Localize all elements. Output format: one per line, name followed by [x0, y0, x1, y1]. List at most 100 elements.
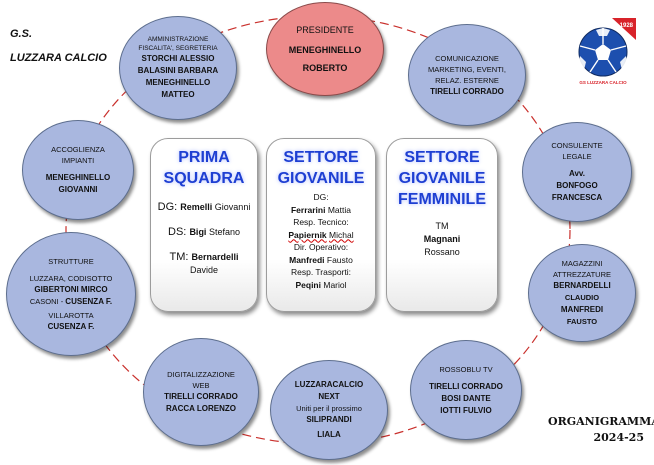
magazzini-name-2: CLAUDIO — [564, 293, 600, 302]
prima-squadra-tm-label: TM: — [169, 251, 192, 263]
next-name-4: LIALA — [317, 430, 341, 439]
amministrazione-name-3: MENEGHINELLO — [145, 78, 211, 87]
next-role-1: Uniti per il prossimo — [296, 404, 362, 413]
logo-year: 1928 — [620, 23, 634, 29]
settore-giovanile-dg-first: Mattia — [325, 204, 351, 215]
bubble-amministrazione: AMMINISTRAZIONE FISCALITA', SEGRETERIA S… — [119, 16, 237, 120]
prima-squadra-dg-label: DG: — [157, 201, 181, 213]
settore-giovanile-title-2: GIOVANILE — [277, 170, 365, 187]
settore-giovanile-do-label: Dir. Operativo: — [293, 242, 349, 252]
settore-giovanile-do: Manfredi Fausto — [273, 254, 369, 267]
prima-squadra-ds-last: Bigi — [189, 227, 207, 237]
settore-giovanile-rt-last: Papiernik — [288, 229, 327, 240]
prima-squadra-dg-last: Remelli — [180, 202, 213, 212]
settore-femminile-title-3: FEMMINILE — [398, 191, 486, 208]
prima-squadra-tm-last: Bernardelli — [191, 252, 239, 262]
digitalizzazione-name-1: TIRELLI CORRADO — [164, 392, 238, 401]
bubble-accoglienza: ACCOGLIENZA IMPIANTI MENEGHINELLO GIOVAN… — [22, 120, 134, 220]
amministrazione-role-1: AMMINISTRAZIONE — [147, 36, 209, 43]
prima-squadra-tm: TM: Bernardelli — [157, 251, 251, 264]
settore-giovanile-tr-last: Peqini — [295, 279, 321, 290]
settore-giovanile-tr-label: Resp. Trasporti: — [291, 267, 351, 277]
strutture-name-1: GIBERTONI MIRCO — [34, 284, 108, 294]
bubble-legale: CONSULENTE LEGALE Avv. BONFOGO FRANCESCA — [522, 122, 632, 222]
club-name-line1: G.S. — [10, 28, 33, 40]
organigram-line2: 2024-25 — [593, 431, 645, 444]
next-name-3: SILIPRANDI — [306, 415, 352, 424]
digitalizzazione-role-1: DIGITALIZZAZIONE — [167, 370, 235, 379]
card-prima-squadra: PRIMA SQUADRA DG: Remelli Giovanni DS: B… — [150, 138, 258, 312]
president-role: PRESIDENTE — [296, 24, 354, 35]
legale-role-2: LEGALE — [562, 152, 592, 161]
settore-giovanile-do-first: Fausto — [324, 254, 353, 265]
comunicazione-role-2: MARKETING, EVENTI, — [428, 64, 506, 74]
strutture-location-2-label: CASONI - — [29, 296, 66, 306]
amministrazione-name-2: BALASINI BARBARA — [137, 66, 219, 75]
bubble-strutture: STRUTTURE LUZZARA, CODISOTTO GIBERTONI M… — [6, 232, 136, 356]
rossoblu-name-1: TIRELLI CORRADO — [429, 381, 503, 391]
strutture-location-1: LUZZARA, CODISOTTO — [29, 273, 113, 283]
settore-femminile-title-2: GIOVANILE — [398, 170, 486, 187]
settore-giovanile-rt-label: Resp. Tecnico: — [293, 217, 349, 227]
president-name-2: ROBERTO — [302, 62, 348, 73]
settore-giovanile-dg-last: Ferrarini — [290, 204, 326, 215]
prima-squadra-tm-first: Davide — [189, 265, 218, 275]
amministrazione-name-4: MATTEO — [161, 90, 195, 99]
amministrazione-role-2: FISCALITA', SEGRETERIA — [138, 45, 218, 52]
bubble-comunicazione: COMUNICAZIONE MARKETING, EVENTI, RELAZ. … — [408, 24, 526, 126]
prima-squadra-ds: DS: Bigi Stefano — [157, 226, 251, 239]
settore-giovanile-rt: Papiernik Michal — [273, 229, 369, 242]
comunicazione-role-1: COMUNICAZIONE — [435, 53, 499, 63]
next-name-1: LUZZARACALCIO — [294, 380, 364, 389]
settore-giovanile-do-last: Manfredi — [289, 254, 325, 265]
accoglienza-name-2: GIOVANNI — [58, 185, 98, 194]
comunicazione-role-3: RELAZ. ESTERNE — [435, 75, 499, 85]
magazzini-role-1: MAGAZZINI — [561, 259, 603, 268]
settore-femminile-title-1: SETTORE — [404, 149, 480, 166]
strutture-name-2: CUSENZA F. — [65, 296, 113, 306]
strutture-location-3: VILLAROTTA — [48, 310, 94, 320]
prima-squadra-dg-first: Giovanni — [212, 202, 251, 212]
logo-text: GS LUZZARA CALCIO — [579, 80, 627, 85]
club-name-line2: LUZZARA CALCIO — [10, 52, 107, 64]
legale-role-1: CONSULENTE — [551, 141, 603, 150]
magazzini-role-2: ATTREZZATURE — [552, 270, 612, 279]
digitalizzazione-name-2: RACCA LORENZO — [166, 404, 236, 413]
prima-squadra-dg: DG: Remelli Giovanni — [157, 201, 251, 214]
magazzini-name-4: FAUSTO — [566, 317, 598, 326]
organigram-label: ORGANIGRAMMA 2024-25 — [548, 414, 654, 446]
settore-giovanile-tr-first: Mariol — [321, 279, 347, 290]
strutture-name-3: CUSENZA F. — [47, 321, 95, 331]
bubble-digitalizzazione: DIGITALIZZAZIONE WEB TIRELLI CORRADO RAC… — [143, 338, 259, 446]
settore-giovanile-title: SETTORE GIOVANILE — [273, 147, 369, 189]
settore-giovanile-title-1: SETTORE — [283, 149, 359, 166]
settore-femminile-tm-first: Rossano — [424, 247, 460, 257]
legale-name-3: FRANCESCA — [551, 193, 603, 202]
amministrazione-name-1: STORCHI ALESSIO — [141, 54, 215, 63]
accoglienza-name-1: MENEGHINELLO — [45, 173, 111, 182]
legale-name-1: Avv. — [568, 169, 585, 178]
club-name: G.S. LUZZARA CALCIO — [10, 22, 107, 70]
comunicazione-name-1: TIRELLI CORRADO — [430, 86, 504, 96]
settore-femminile-tm-label: TM — [435, 221, 449, 231]
settore-femminile-tm-last-text: Magnani — [423, 234, 461, 244]
accoglienza-role-2: IMPIANTI — [61, 156, 95, 165]
rossoblu-role-1: ROSSOBLU TV — [439, 364, 493, 374]
card-settore-femminile: SETTORE GIOVANILE FEMMINILE TM Magnani R… — [386, 138, 498, 312]
bubble-magazzini: MAGAZZINI ATTREZZATURE BERNARDELLI CLAUD… — [528, 244, 636, 342]
rossoblu-name-3: IOTTI FULVIO — [440, 405, 492, 415]
rossoblu-name-2: BOSI DANTE — [441, 393, 491, 403]
settore-giovanile-tr: Peqini Mariol — [273, 279, 369, 292]
prima-squadra-title-2: SQUADRA — [163, 170, 245, 187]
prima-squadra-ds-first: Stefano — [206, 227, 240, 237]
club-logo: 1928 GS LUZZARA CALCIO — [578, 18, 636, 85]
settore-femminile-title: SETTORE GIOVANILE FEMMINILE — [393, 147, 491, 210]
prima-squadra-title-1: PRIMA — [178, 149, 230, 166]
digitalizzazione-role-2: WEB — [192, 381, 210, 390]
legale-name-2: BONFOGO — [556, 181, 598, 190]
prima-squadra-title: PRIMA SQUADRA — [157, 147, 251, 189]
magazzini-name-1: BERNARDELLI — [553, 281, 611, 290]
bubble-next: LUZZARACALCIO NEXT Uniti per il prossimo… — [270, 360, 388, 460]
bubble-rossoblu: ROSSOBLU TV TIRELLI CORRADO BOSI DANTE I… — [410, 340, 522, 440]
bubble-presidente: PRESIDENTE MENEGHINELLO ROBERTO — [266, 2, 384, 96]
